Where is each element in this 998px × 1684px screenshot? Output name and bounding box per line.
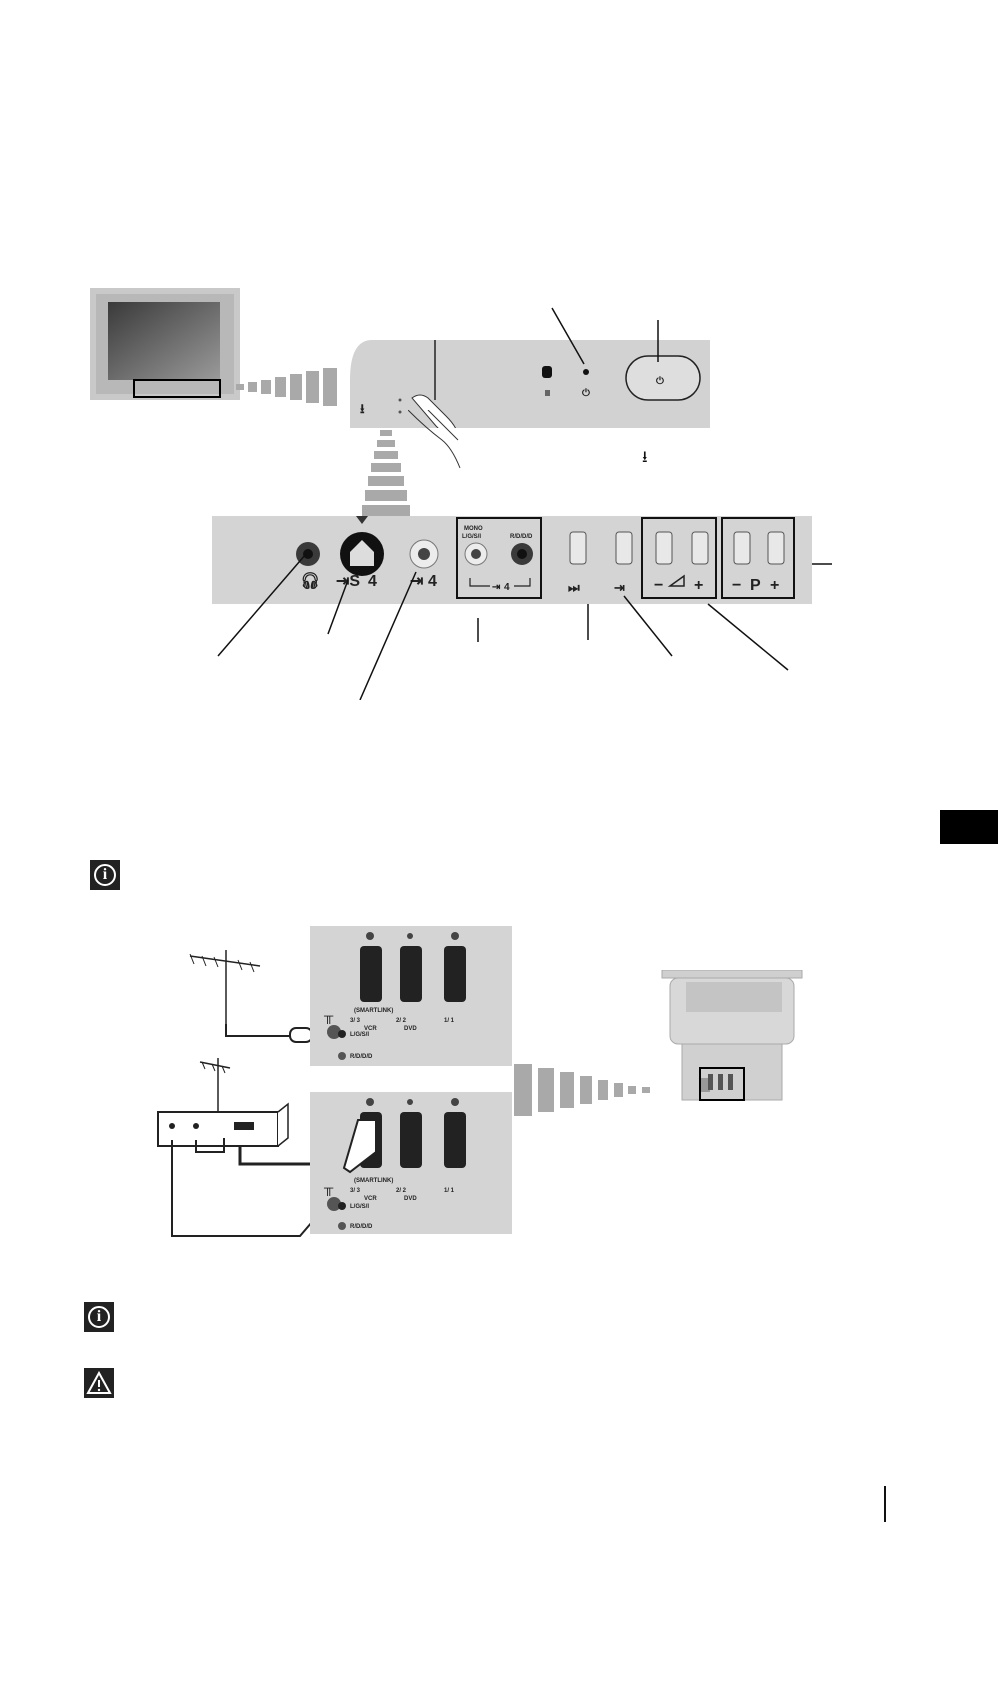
tv-rear-thumbnail: [656, 969, 806, 1120]
tv-front-thumbnail: [90, 288, 240, 400]
svg-text:1/ 1: 1/ 1: [444, 1018, 455, 1024]
svg-text:L/G/S/I: L/G/S/I: [350, 1204, 369, 1210]
page-marker: [884, 1486, 886, 1522]
info-icon-2: i: [84, 1302, 114, 1332]
zoom-beam-down: [362, 430, 410, 517]
svg-text:+: +: [770, 577, 779, 594]
callouts-top: [551, 307, 659, 365]
section-tab: [940, 810, 998, 844]
svg-text:🎧︎: 🎧︎: [300, 571, 320, 590]
antenna-diagram: [157, 950, 320, 1237]
svg-text:3/ 3: 3/ 3: [350, 1188, 361, 1194]
svg-text:4: 4: [504, 582, 510, 593]
svg-text:−: −: [654, 577, 663, 594]
svg-text:⏻: ⏻: [656, 375, 664, 387]
svg-text:VCR: VCR: [364, 1196, 377, 1202]
svg-text:P: P: [750, 577, 761, 594]
zoom-beam-top: [236, 368, 337, 406]
svg-text:R/D/D/D: R/D/D/D: [510, 534, 533, 540]
svg-text:DVD: DVD: [404, 1026, 417, 1032]
svg-text:⏭: ⏭: [568, 580, 580, 595]
info-icon: i: [90, 860, 120, 890]
hand-lower: [408, 410, 461, 469]
svg-text:L/G/S/I: L/G/S/I: [462, 534, 481, 540]
svg-text:(SMARTLINK): (SMARTLINK): [354, 1008, 393, 1014]
svg-text:R/D/D/D: R/D/D/D: [350, 1054, 373, 1060]
svg-text:⏻: ⏻: [582, 387, 590, 399]
callouts-panel: [217, 553, 832, 700]
svg-text:−: −: [732, 577, 741, 594]
zoom-beam-rear: [514, 1064, 650, 1116]
svg-text:╥: ╥: [323, 1008, 334, 1025]
svg-text:3/ 3: 3/ 3: [350, 1018, 361, 1024]
svg-text:1/ 1: 1/ 1: [444, 1188, 455, 1194]
svg-text:L/G/S/I: L/G/S/I: [350, 1032, 369, 1038]
svg-text:(SMARTLINK): (SMARTLINK): [354, 1178, 393, 1184]
rear-panel-1: (SMARTLINK) 3/ 3 VCR 2/ 2 DVD 1/ 1 ╥ L/G…: [310, 926, 512, 1066]
svg-text:⇥: ⇥: [492, 582, 501, 593]
rear-panel-2: (SMARTLINK) 3/ 3 VCR 2/ 2 DVD 1/ 1 ╥ L/G…: [310, 1092, 512, 1234]
warning-icon: [84, 1368, 114, 1398]
svg-text:MONO: MONO: [464, 526, 483, 532]
svg-text:R/D/D/D: R/D/D/D: [350, 1224, 373, 1230]
front-strip: ⏻ ⏻ ⭳: [350, 340, 710, 441]
svg-text:╥: ╥: [323, 1180, 334, 1197]
svg-text:⇥: ⇥: [614, 580, 625, 595]
svg-text:4: 4: [368, 573, 377, 590]
svg-text:DVD: DVD: [404, 1196, 417, 1202]
svg-text:2/ 2: 2/ 2: [396, 1188, 407, 1194]
svg-text:2/ 2: 2/ 2: [396, 1018, 407, 1024]
svg-text:4: 4: [428, 573, 437, 590]
svg-text:+: +: [694, 577, 703, 594]
front-control-panel: 🎧︎ ⇥S 4 ⇥ 4 MONO L/G/S/I R/D/D/D ⇥ 4 ⏭ ⇥…: [212, 516, 812, 604]
svg-text:⭳: ⭳: [360, 401, 365, 416]
download-symbol: ⭳: [642, 449, 648, 466]
svg-text:VCR: VCR: [364, 1026, 377, 1032]
